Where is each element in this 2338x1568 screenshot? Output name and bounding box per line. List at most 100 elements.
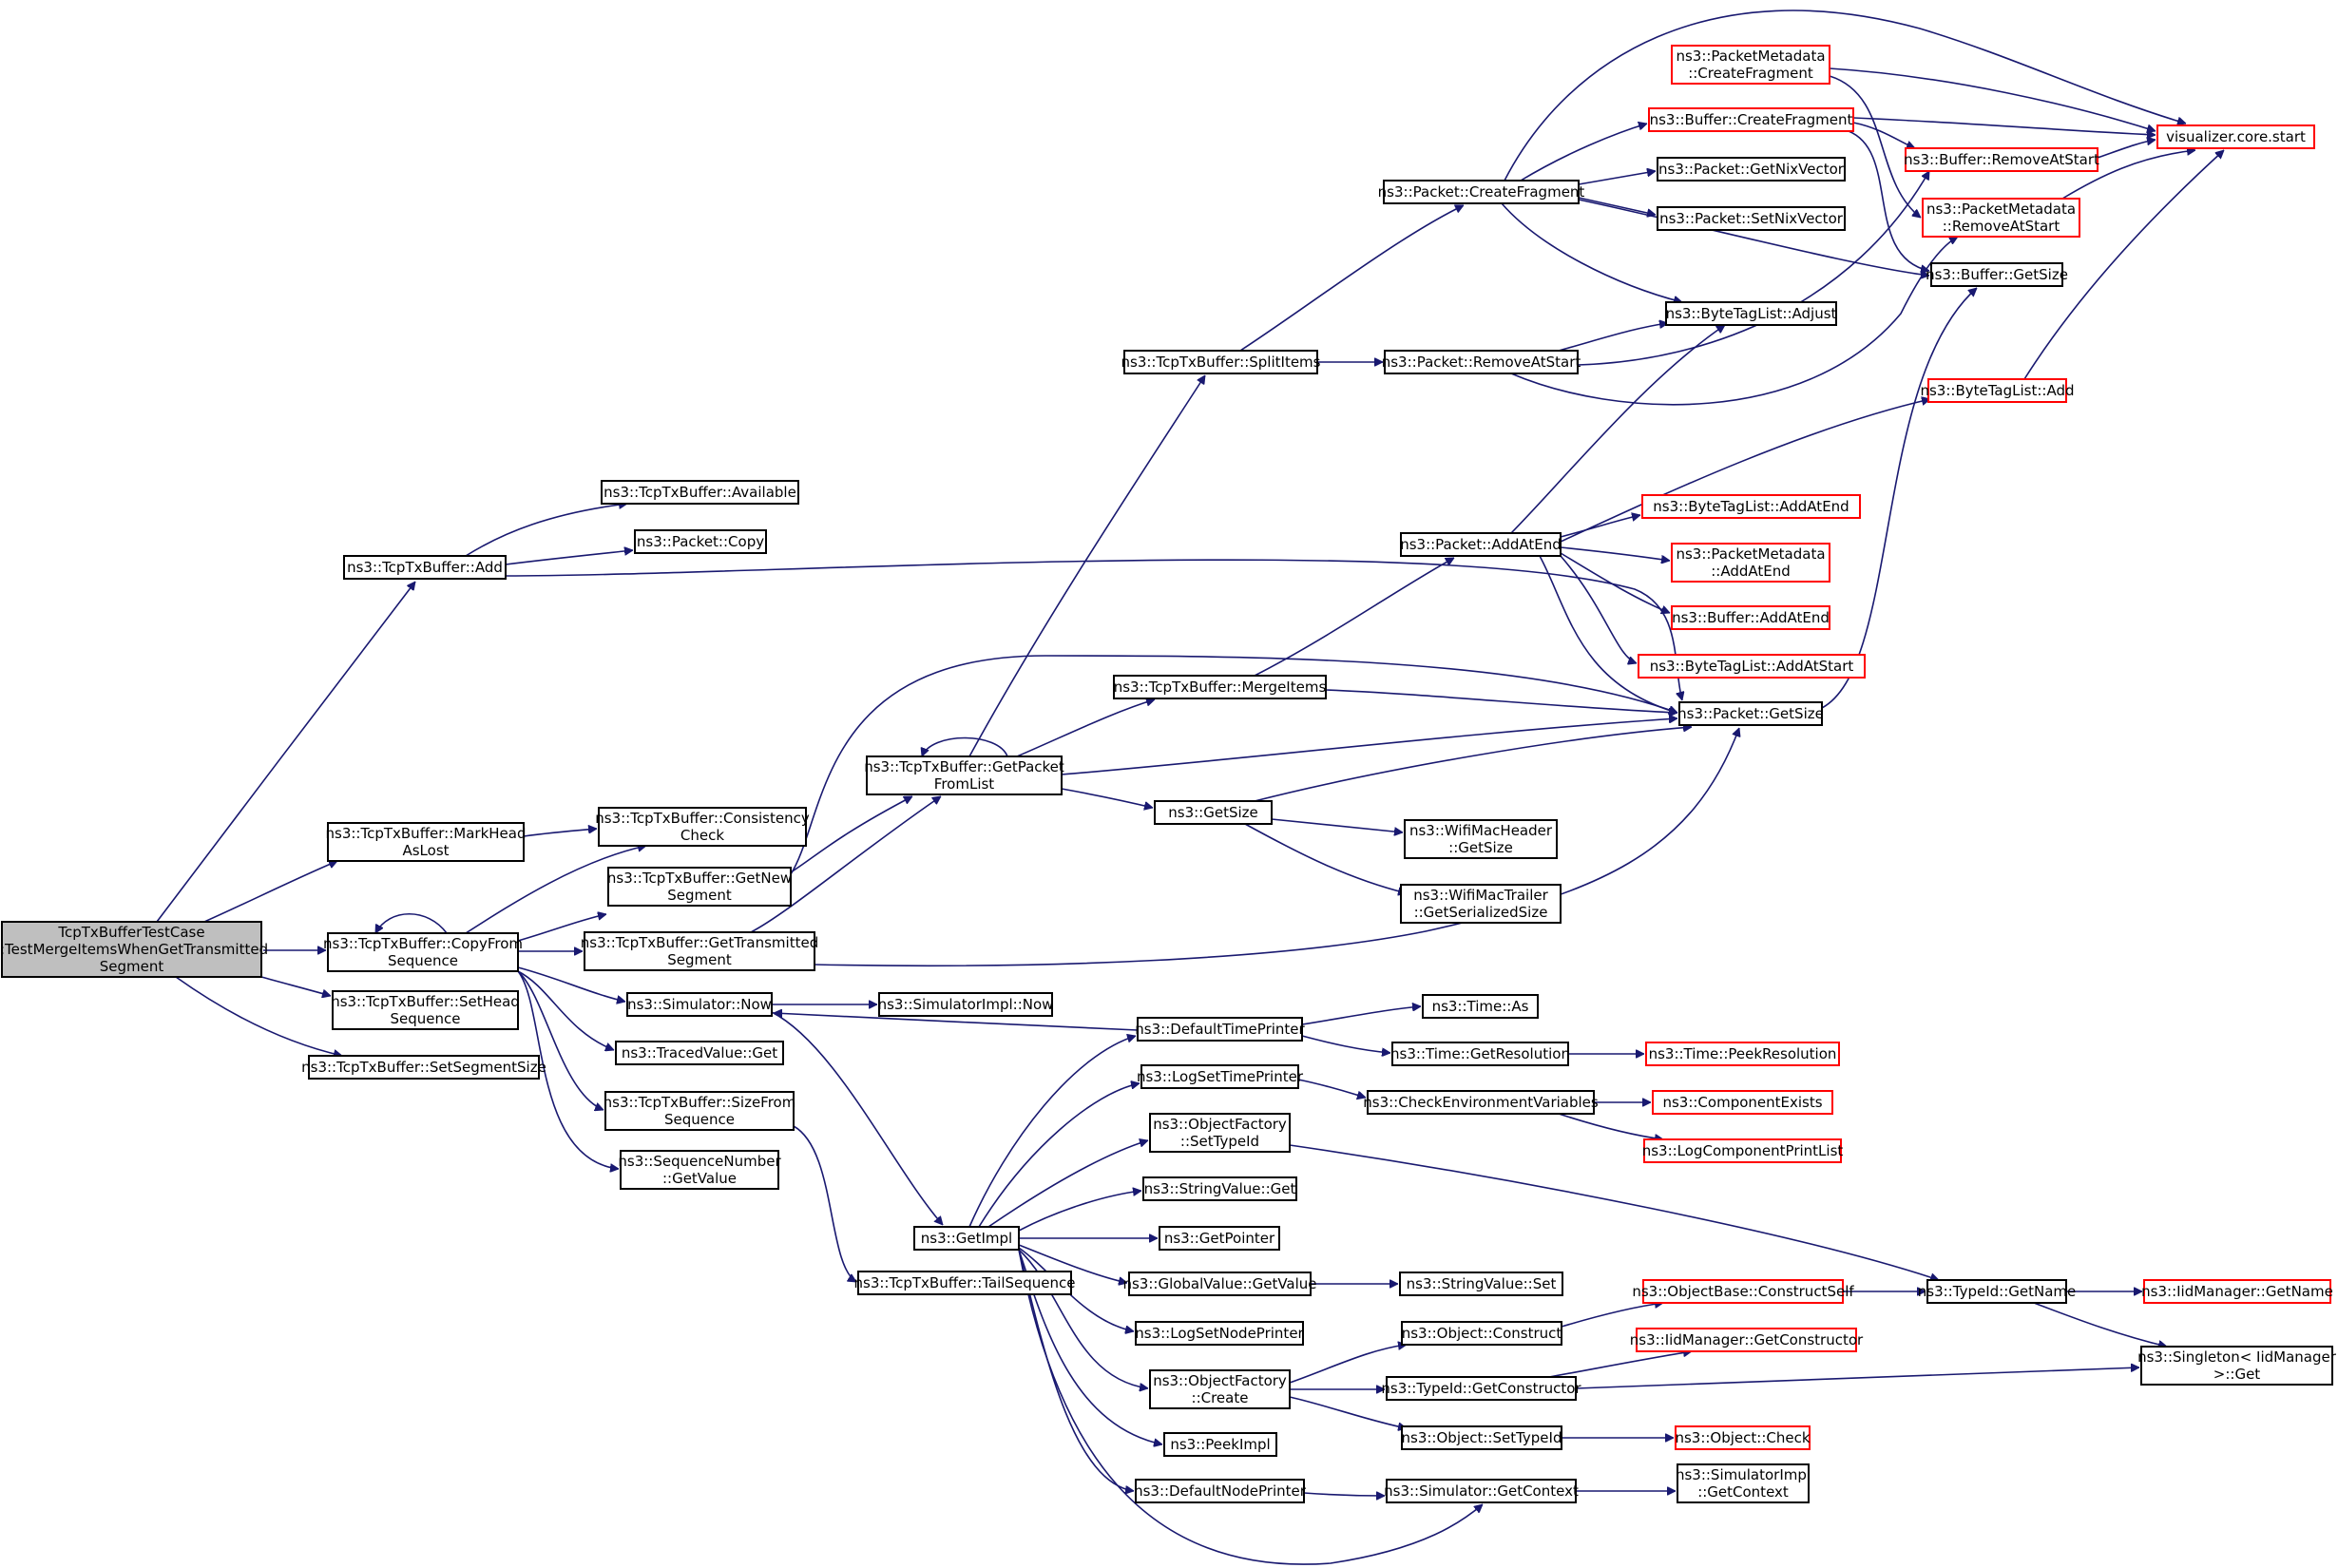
node-wifihdr[interactable]: ns3::WifiMacHeader::GetSize	[1404, 819, 1558, 859]
node-timepeekres[interactable]: ns3::Time::PeekResolution	[1645, 1042, 1840, 1066]
node-mergeitems[interactable]: ns3::TcpTxBuffer::MergeItems	[1113, 675, 1327, 699]
node-bufgetsize[interactable]: ns3::Buffer::GetSize	[1926, 262, 2068, 287]
node-bufcreatefrag[interactable]: ns3::Buffer::CreateFragment	[1648, 107, 1854, 132]
node-compexists[interactable]: ns3::ComponentExists	[1652, 1090, 1833, 1115]
edge-getimpl-to-stringget	[1018, 1191, 1141, 1232]
node-iidgetctor[interactable]: ns3::IidManager::GetConstructor	[1630, 1328, 1864, 1352]
node-btladdatend[interactable]: ns3::ByteTagList::AddAtEnd	[1641, 494, 1861, 519]
node-label: ns3::Packet::CreateFragment	[1378, 183, 1585, 201]
node-box	[2143, 1279, 2331, 1304]
node-label: ns3::PacketMetadata	[1676, 545, 1825, 563]
node-box	[1401, 1321, 1562, 1346]
node-simnow[interactable]: ns3::Simulator::Now	[626, 992, 773, 1017]
node-box	[857, 1271, 1072, 1295]
node-stringset[interactable]: ns3::StringValue::Set	[1399, 1272, 1563, 1296]
node-objcheck[interactable]: ns3::Object::Check	[1675, 1425, 1811, 1450]
node-setseg[interactable]: ns3::TcpTxBuffer::SetSegmentSize	[301, 1055, 546, 1080]
node-iidgetname[interactable]: ns3::IidManager::GetName	[2141, 1279, 2333, 1304]
node-metacreatefrag[interactable]: ns3::PacketMetadata::CreateFragment	[1671, 45, 1830, 85]
node-simgetctx[interactable]: ns3::Simulator::GetContext	[1384, 1479, 1579, 1503]
node-objsettype[interactable]: ns3::Object::SetTypeId	[1401, 1425, 1562, 1450]
node-objconstruct[interactable]: ns3::Object::Construct	[1401, 1321, 1562, 1346]
node-checkenv[interactable]: ns3::CheckEnvironmentVariables	[1363, 1090, 1599, 1115]
node-label: ns3::TracedValue::Get	[622, 1044, 777, 1061]
node-label: ns3::TcpTxBuffer::Consistency	[595, 810, 810, 827]
node-pgetsize[interactable]: ns3::Packet::GetSize	[1677, 701, 1824, 726]
node-getpointer[interactable]: ns3::GetPointer	[1159, 1226, 1280, 1251]
node-label: ns3::Object::SetTypeId	[1402, 1429, 1562, 1446]
node-box	[1922, 198, 2080, 238]
node-label: FromList	[934, 775, 995, 793]
node-globalget[interactable]: ns3::GlobalValue::GetValue	[1122, 1272, 1317, 1296]
node-label: ns3::DefaultNodePrinter	[1134, 1482, 1307, 1500]
node-createfrag[interactable]: ns3::Packet::CreateFragment	[1378, 180, 1585, 204]
node-vizstart[interactable]: visualizer.core.start	[2156, 124, 2315, 149]
node-root[interactable]: TcpTxBufferTestCase::TestMergeItemsWhenG…	[0, 921, 268, 978]
node-simimplctx[interactable]: ns3::SimulatorImpl::GetContext	[1676, 1463, 1811, 1503]
node-btladjust[interactable]: ns3::ByteTagList::Adjust	[1665, 301, 1837, 326]
node-box	[913, 1226, 1020, 1251]
node-btladd[interactable]: ns3::ByteTagList::Add	[1920, 378, 2075, 403]
node-btladdatstart[interactable]: ns3::ByteTagList::AddAtStart	[1638, 654, 1866, 679]
node-box	[1400, 884, 1562, 924]
node-objfactsettype[interactable]: ns3::ObjectFactory::SetTypeId	[1149, 1113, 1291, 1153]
edge-getpacket-to-pgetsize	[1061, 718, 1677, 775]
node-timeas[interactable]: ns3::Time::As	[1422, 994, 1539, 1019]
node-timegetres[interactable]: ns3::Time::GetResolution	[1390, 1042, 1570, 1066]
node-removeatstart[interactable]: ns3::Packet::RemoveAtStart	[1382, 350, 1581, 374]
node-label: ::GetSerializedSize	[1414, 904, 1548, 921]
node-objbaseconstruct[interactable]: ns3::ObjectBase::ConstructSelf	[1632, 1279, 1854, 1304]
node-simimplnow[interactable]: ns3::SimulatorImpl::Now	[878, 992, 1054, 1017]
node-logcompprint[interactable]: ns3::LogComponentPrintList	[1642, 1138, 1844, 1163]
node-box	[1142, 1176, 1297, 1201]
edge-copyfrom-to-tracedget	[517, 970, 614, 1050]
node-box	[1384, 350, 1579, 374]
node-addatend[interactable]: ns3::Packet::AddAtEnd	[1400, 532, 1562, 557]
node-typeidgetname[interactable]: ns3::TypeId::GetName	[1918, 1279, 2076, 1304]
node-box	[1677, 1463, 1810, 1503]
node-pcopy[interactable]: ns3::Packet::Copy	[634, 529, 767, 554]
node-seqgetvalue[interactable]: ns3::SequenceNumber::GetValue	[618, 1150, 781, 1190]
node-getnixvec[interactable]: ns3::Packet::GetNixVector	[1657, 157, 1846, 182]
node-splititems[interactable]: ns3::TcpTxBuffer::SplitItems	[1121, 350, 1321, 374]
node-label: ns3::GetSize	[1168, 804, 1258, 821]
node-singletonget[interactable]: ns3::Singleton< IidManager>::Get	[2137, 1346, 2337, 1386]
node-label: ns3::TcpTxBuffer::SplitItems	[1121, 354, 1321, 371]
node-setnixvec[interactable]: ns3::Packet::SetNixVector	[1657, 206, 1846, 231]
node-label: ns3::ObjectBase::ConstructSelf	[1632, 1283, 1854, 1300]
node-defaultnode[interactable]: ns3::DefaultNodePrinter	[1134, 1479, 1307, 1503]
node-label: ns3::Buffer::RemoveAtStart	[1904, 151, 2099, 168]
node-add[interactable]: ns3::TcpTxBuffer::Add	[343, 555, 507, 580]
node-logsetnode[interactable]: ns3::LogSetNodePrinter	[1135, 1321, 1305, 1346]
node-available[interactable]: ns3::TcpTxBuffer::Available	[601, 480, 799, 505]
node-getsize[interactable]: ns3::GetSize	[1154, 800, 1273, 825]
node-label: ns3::ByteTagList::Adjust	[1666, 305, 1837, 322]
node-logsettime[interactable]: ns3::LogSetTimePrinter	[1137, 1064, 1304, 1089]
node-typeidgetctor[interactable]: ns3::TypeId::GetConstructor	[1381, 1376, 1581, 1401]
node-peekimpl[interactable]: ns3::PeekImpl	[1163, 1432, 1277, 1457]
node-label: ns3::ObjectFactory	[1153, 1116, 1287, 1133]
node-tailseq[interactable]: ns3::TcpTxBuffer::TailSequence	[854, 1271, 1076, 1295]
node-label: ns3::TcpTxBuffer::GetNew	[607, 870, 792, 887]
node-metaremoveatstart[interactable]: ns3::PacketMetadata::RemoveAtStart	[1922, 198, 2080, 238]
node-stringget[interactable]: ns3::StringValue::Get	[1142, 1176, 1297, 1201]
node-objfactcreate[interactable]: ns3::ObjectFactory::Create	[1149, 1369, 1291, 1409]
edge-metacreatefrag-to-metaremoveatstart	[1829, 75, 1921, 219]
node-bufremoveatstart[interactable]: ns3::Buffer::RemoveAtStart	[1904, 147, 2099, 172]
node-metaaddatend[interactable]: ns3::PacketMetadata::AddAtEnd	[1671, 543, 1830, 583]
node-wifitrl[interactable]: ns3::WifiMacTrailer::GetSerializedSize	[1400, 884, 1562, 924]
edge-getimpl-to-logsettime	[978, 1083, 1140, 1228]
node-tracedget[interactable]: ns3::TracedValue::Get	[615, 1041, 784, 1065]
node-defaulttime[interactable]: ns3::DefaultTimePrinter	[1135, 1017, 1306, 1042]
node-bufaddatend[interactable]: ns3::Buffer::AddAtEnd	[1671, 605, 1830, 630]
node-label: ns3::StringValue::Get	[1144, 1180, 1296, 1197]
node-getimpl[interactable]: ns3::GetImpl	[913, 1226, 1020, 1251]
